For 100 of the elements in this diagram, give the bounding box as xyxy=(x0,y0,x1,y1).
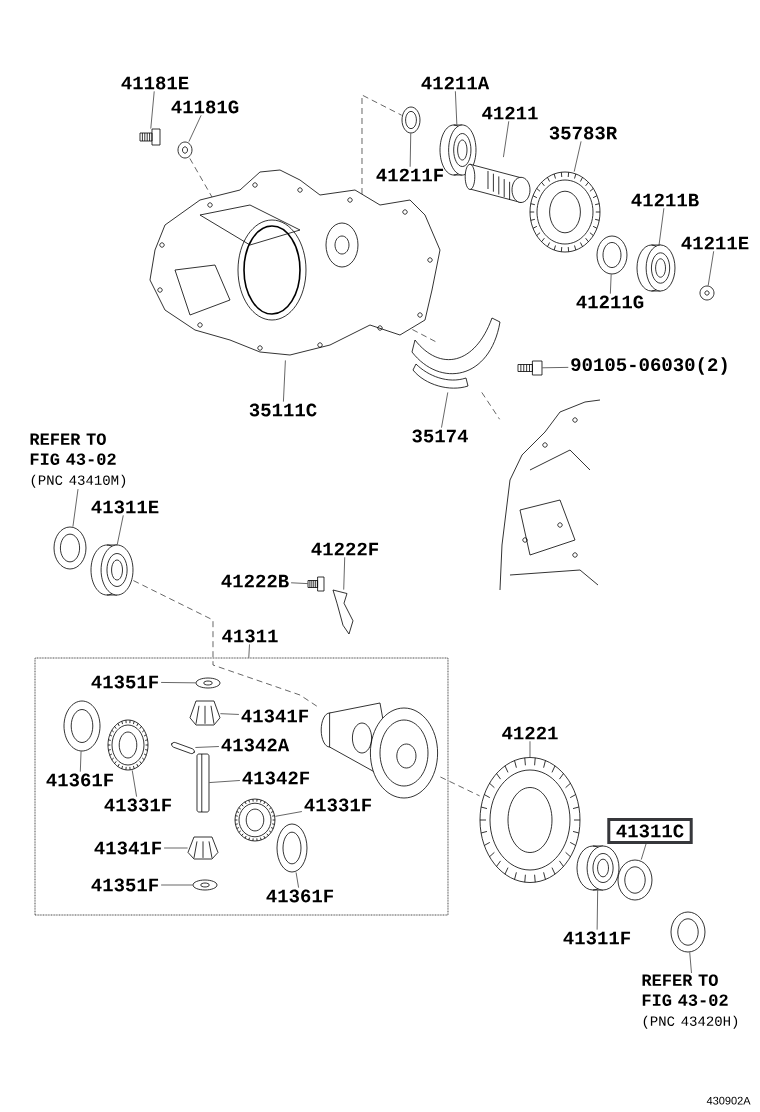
leader-line xyxy=(195,746,220,748)
part-number: 41361F xyxy=(266,889,334,903)
part-number: 41211B xyxy=(631,193,699,207)
plate-drawing xyxy=(332,589,354,635)
shaft-drawing xyxy=(196,753,210,813)
seal-ring-drawing xyxy=(617,859,653,901)
assembly-line xyxy=(189,158,213,198)
part-number: 41361F xyxy=(46,773,114,787)
part-number: 41351F xyxy=(91,675,159,689)
part-number: 41181G xyxy=(171,100,239,114)
part-number: 41351F xyxy=(91,878,159,892)
part-number: 41222F xyxy=(311,542,379,556)
part-number: 35174 xyxy=(412,429,468,443)
differential-case-drawing xyxy=(320,702,438,799)
leader-line xyxy=(503,120,510,158)
washer-drawing xyxy=(195,677,221,689)
part-number: 41211G xyxy=(576,295,644,309)
part-number: 41211F xyxy=(376,168,444,182)
leader-line xyxy=(160,884,193,886)
washer-drawing xyxy=(177,141,193,159)
figure-code: 430902A xyxy=(706,1096,751,1105)
part-number: 35111C xyxy=(249,403,317,417)
pin-drawing xyxy=(171,742,195,754)
reference-note: REFER TO FIG 43-02 (PNC 43410M) xyxy=(30,433,126,488)
leader-line xyxy=(220,713,240,715)
leader-line xyxy=(343,556,346,590)
bearing-drawing xyxy=(90,544,134,596)
part-number: 41181E xyxy=(121,76,189,90)
part-number: 41331F xyxy=(304,798,372,812)
leader-line xyxy=(160,682,196,684)
shield-drawing xyxy=(411,317,501,389)
seal-ring-drawing xyxy=(596,235,628,275)
pinion-gear-drawing xyxy=(189,700,221,726)
leader-line xyxy=(610,274,612,294)
leader-line xyxy=(542,367,569,369)
bearing-drawing xyxy=(636,244,676,292)
leader-line xyxy=(72,488,79,527)
housing-drawing xyxy=(499,399,601,591)
assembly-line xyxy=(440,776,480,797)
leader-line xyxy=(455,90,458,125)
leader-line xyxy=(116,515,124,545)
shaft-drawing xyxy=(464,163,531,203)
bearing-drawing xyxy=(576,845,620,891)
bolt-drawing xyxy=(139,128,161,146)
leader-line xyxy=(290,582,308,584)
highlighted-part-number: 41311C xyxy=(607,818,693,844)
part-number: 35783R xyxy=(549,126,618,140)
seal-ring-drawing xyxy=(670,911,706,953)
assembly-line xyxy=(481,392,500,420)
part-number: 41342F xyxy=(242,771,310,785)
leader-line xyxy=(163,847,188,849)
part-number: 41311F xyxy=(563,931,631,945)
seal-ring-drawing xyxy=(63,700,101,752)
part-number: 41211 xyxy=(482,106,538,120)
leader-line xyxy=(409,133,412,168)
seal-ring-drawing xyxy=(401,106,421,134)
leader-line xyxy=(295,872,299,888)
reference-note: REFER TO FIG 43-02 (PNC 43420H) xyxy=(642,974,738,1029)
case-drawing xyxy=(149,169,441,356)
part-number: 41221 xyxy=(502,726,558,740)
washer-drawing xyxy=(192,879,218,891)
leader-line xyxy=(689,952,692,974)
part-number: 41211A xyxy=(421,76,490,90)
leader-line xyxy=(707,250,714,286)
assembly-line xyxy=(409,327,436,342)
pinion-gear-drawing xyxy=(187,836,219,860)
gear-drawing xyxy=(234,798,276,842)
bolt-drawing xyxy=(307,576,325,592)
part-number: 90105-06030(2) xyxy=(571,357,727,375)
part-number: 41341F xyxy=(94,841,162,855)
seal-ring-drawing xyxy=(53,526,87,570)
part-number: 41311E xyxy=(91,500,159,514)
assembly-line xyxy=(361,94,402,195)
gear-drawing xyxy=(479,757,581,883)
gear-drawing xyxy=(529,171,601,253)
leader-line xyxy=(275,811,303,817)
plug-drawing xyxy=(699,285,715,301)
leader-line xyxy=(209,780,241,783)
gear-drawing xyxy=(107,719,149,771)
leader-line xyxy=(529,740,531,758)
assembly-frame xyxy=(34,657,449,916)
leader-line xyxy=(640,843,647,860)
leader-line xyxy=(131,770,137,797)
leader-line xyxy=(441,392,449,428)
leader-line xyxy=(283,360,286,402)
leader-line xyxy=(573,141,582,172)
part-number: 41222B xyxy=(221,574,289,588)
leader-line xyxy=(658,207,665,245)
leader-line xyxy=(596,890,598,930)
part-number: 41211E xyxy=(681,236,749,250)
leader-line xyxy=(150,91,155,129)
part-number: 41341F xyxy=(241,709,309,723)
part-number: 41331F xyxy=(104,798,172,812)
seal-ring-drawing xyxy=(276,823,308,873)
leader-line xyxy=(248,644,250,658)
leader-line xyxy=(80,751,82,772)
bolt-drawing xyxy=(517,360,543,376)
part-number: 41342A xyxy=(221,738,290,752)
leader-line xyxy=(188,115,202,142)
part-number: 41311 xyxy=(222,629,278,643)
